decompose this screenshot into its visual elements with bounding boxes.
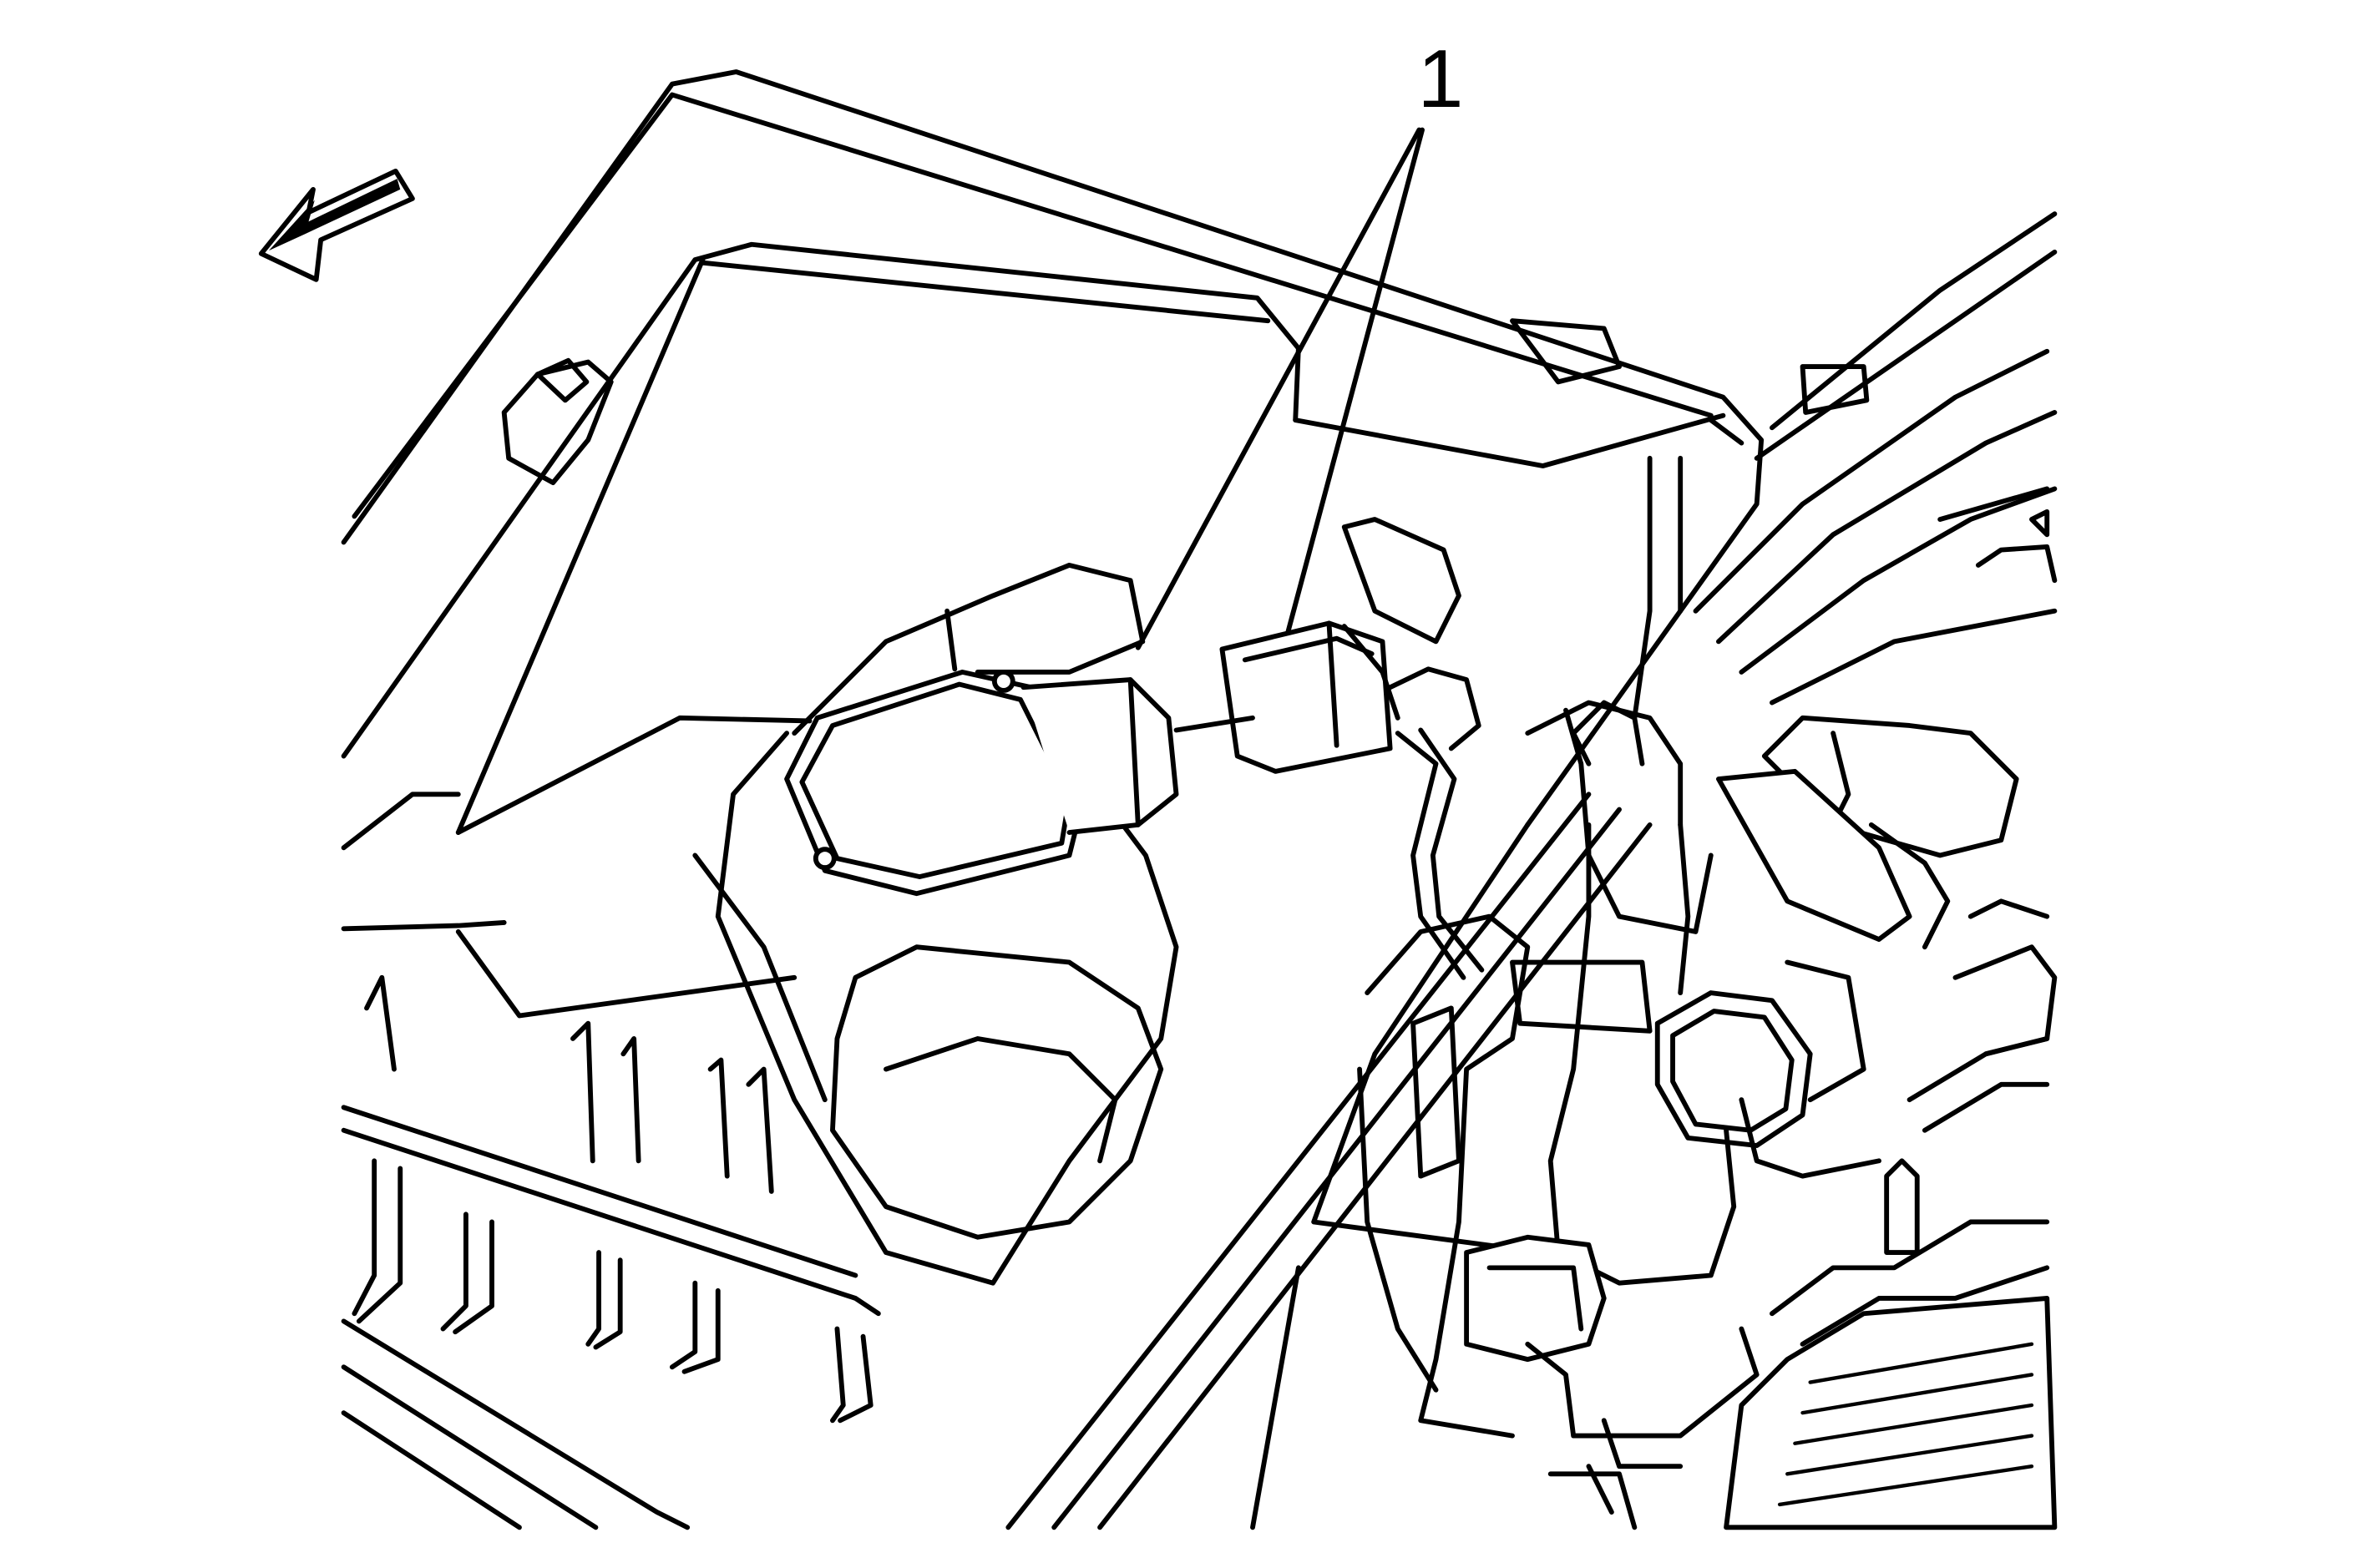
- intake-duct: [692, 562, 1179, 1286]
- callout-1-leader-a: [1135, 127, 1422, 650]
- callout-1: 1: [1135, 33, 1464, 650]
- callout-1-leader-b: [1284, 127, 1425, 641]
- engine-components: [1357, 211, 2058, 1530]
- electrical-connector: [1173, 620, 1485, 980]
- direction-arrow-icon: [258, 169, 415, 282]
- mass-air-flow-sensor: [784, 670, 1179, 897]
- air-cleaner-housing: [341, 69, 1870, 1255]
- callout-1-label: 1: [1418, 33, 1464, 124]
